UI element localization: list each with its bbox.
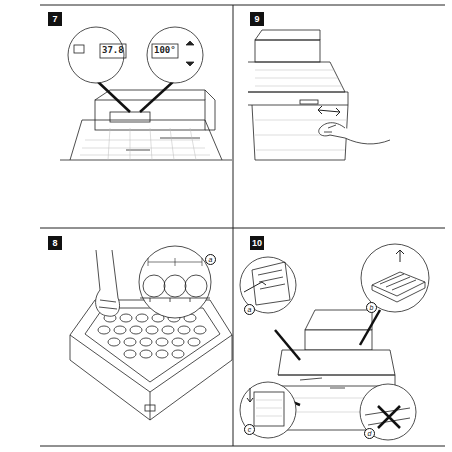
- callout-letter: b: [366, 302, 377, 313]
- step-number: 8: [48, 236, 62, 250]
- step-number: 7: [48, 12, 62, 26]
- step-number: 9: [250, 12, 264, 26]
- callout-letter: a: [244, 304, 255, 315]
- callout-letter: c: [244, 424, 255, 435]
- callout-letter: a: [205, 254, 216, 265]
- display-reading: 100°: [154, 46, 176, 55]
- step-number: 10: [250, 236, 264, 250]
- display-reading: 37.8: [102, 46, 124, 55]
- callout-letter: d: [364, 428, 375, 439]
